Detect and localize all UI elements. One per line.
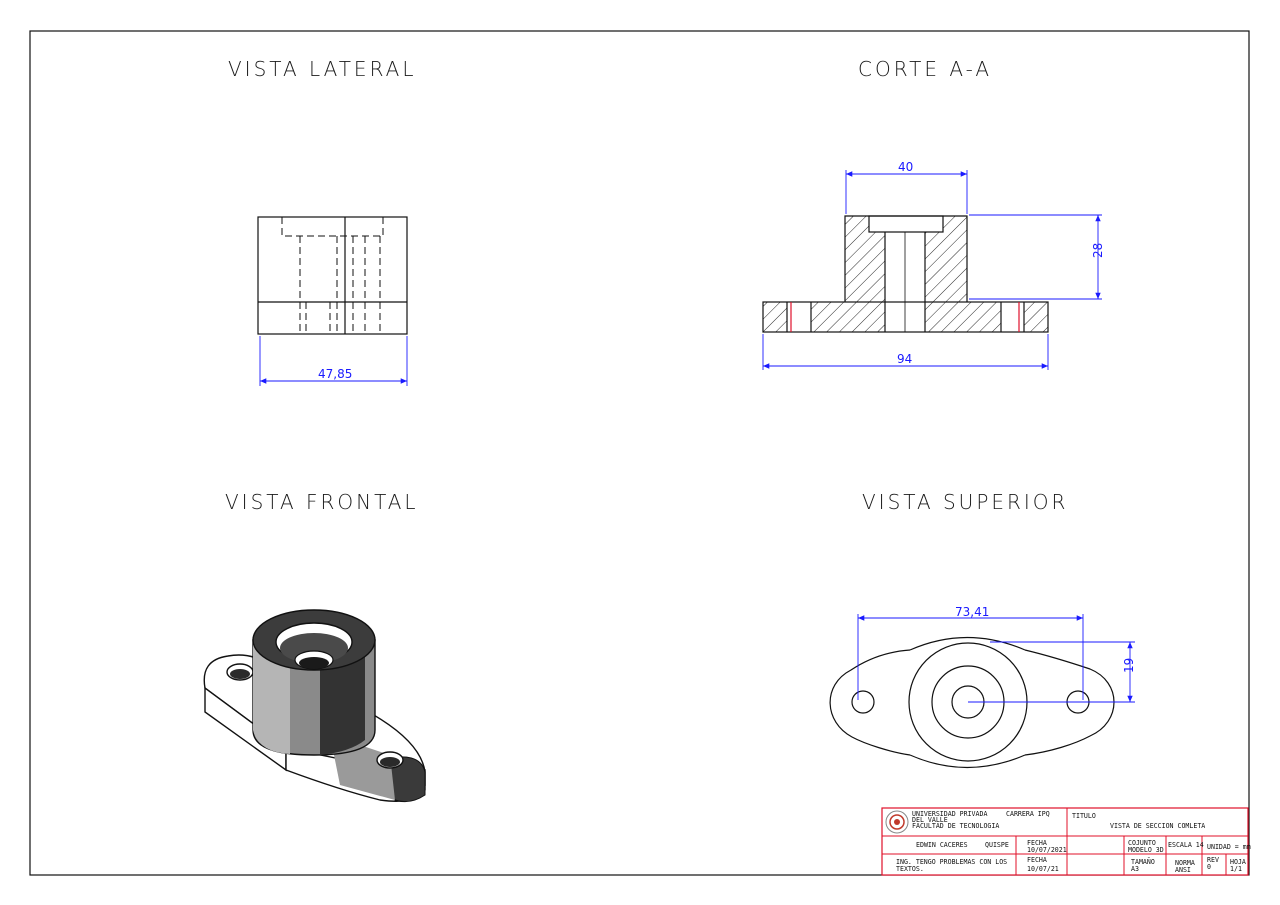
tb-institution-3: FACULTAD DE TECNOLOGIA xyxy=(912,822,999,830)
tb-tamano-label: TAMAÑO xyxy=(1131,857,1155,866)
tb-unidad: UNIDAD = mm xyxy=(1207,843,1251,851)
lateral-width-label: 47,85 xyxy=(318,367,352,381)
tb-author-first: EDWIN CACERES xyxy=(916,841,968,849)
tb-institution-2: DEL VALLE xyxy=(912,816,948,824)
tb-titulo-value: VISTA DE SECCION COMLETA xyxy=(1110,822,1205,830)
view-title-frontal: VISTA FRONTAL xyxy=(225,490,419,514)
tb-rev-value: 0 xyxy=(1207,863,1211,871)
section-top-width-label: 40 xyxy=(898,160,913,174)
section-dimensions xyxy=(762,170,1102,370)
top-view-dimensions xyxy=(857,614,1135,703)
tb-norma-value: ANSI xyxy=(1175,866,1191,874)
view-title-lateral: VISTA LATERAL xyxy=(228,57,416,81)
tb-author-last: QUISPE xyxy=(985,841,1009,849)
tb-fecha-label-1: FECHA xyxy=(1027,839,1047,847)
isometric-view xyxy=(203,609,426,803)
view-title-corte: CORTE A-A xyxy=(858,57,992,81)
section-height-label: 28 xyxy=(1091,243,1105,258)
tb-conjunto-1: COJUNTO xyxy=(1128,839,1156,847)
tb-fecha-value-2: 10/07/21 xyxy=(1027,865,1059,873)
section-view xyxy=(762,215,1049,333)
tb-fecha-value-1: 10/07/2021 xyxy=(1027,846,1067,854)
tb-institution-1: UNIVERSIDAD PRIVADA xyxy=(912,810,987,818)
tb-escala: ESCALA 14 xyxy=(1168,841,1204,849)
top-view xyxy=(829,636,1115,769)
title-block xyxy=(881,807,1249,876)
tb-career: CARRERA IPQ xyxy=(1006,810,1050,818)
tb-reviewer-2: TEXTOS. xyxy=(896,865,924,873)
university-seal-icon xyxy=(885,810,909,834)
tb-fecha-label-2: FECHA xyxy=(1027,856,1047,864)
tb-titulo-label: TITULO xyxy=(1072,812,1096,820)
tb-norma-label: NORMA xyxy=(1175,859,1195,867)
top-view-length-label: 73,41 xyxy=(955,605,989,619)
lateral-view xyxy=(257,216,408,335)
sheet-border xyxy=(29,30,1250,876)
tb-tamano-value: A3 xyxy=(1131,865,1139,873)
top-view-offset-label: 19 xyxy=(1122,658,1136,673)
view-title-superior: VISTA SUPERIOR xyxy=(862,490,1068,514)
section-base-width-label: 94 xyxy=(897,352,912,366)
tb-reviewer-1: ING. TENGO PROBLEMAS CON LOS xyxy=(896,858,1007,866)
tb-hoja-value: 1/1 xyxy=(1230,865,1242,873)
tb-conjunto-2: MODELO 3D xyxy=(1128,846,1164,854)
lateral-width-dimension xyxy=(259,336,408,386)
tb-hoja-label: HOJA xyxy=(1230,858,1246,866)
tb-rev-label: REV xyxy=(1207,856,1219,864)
